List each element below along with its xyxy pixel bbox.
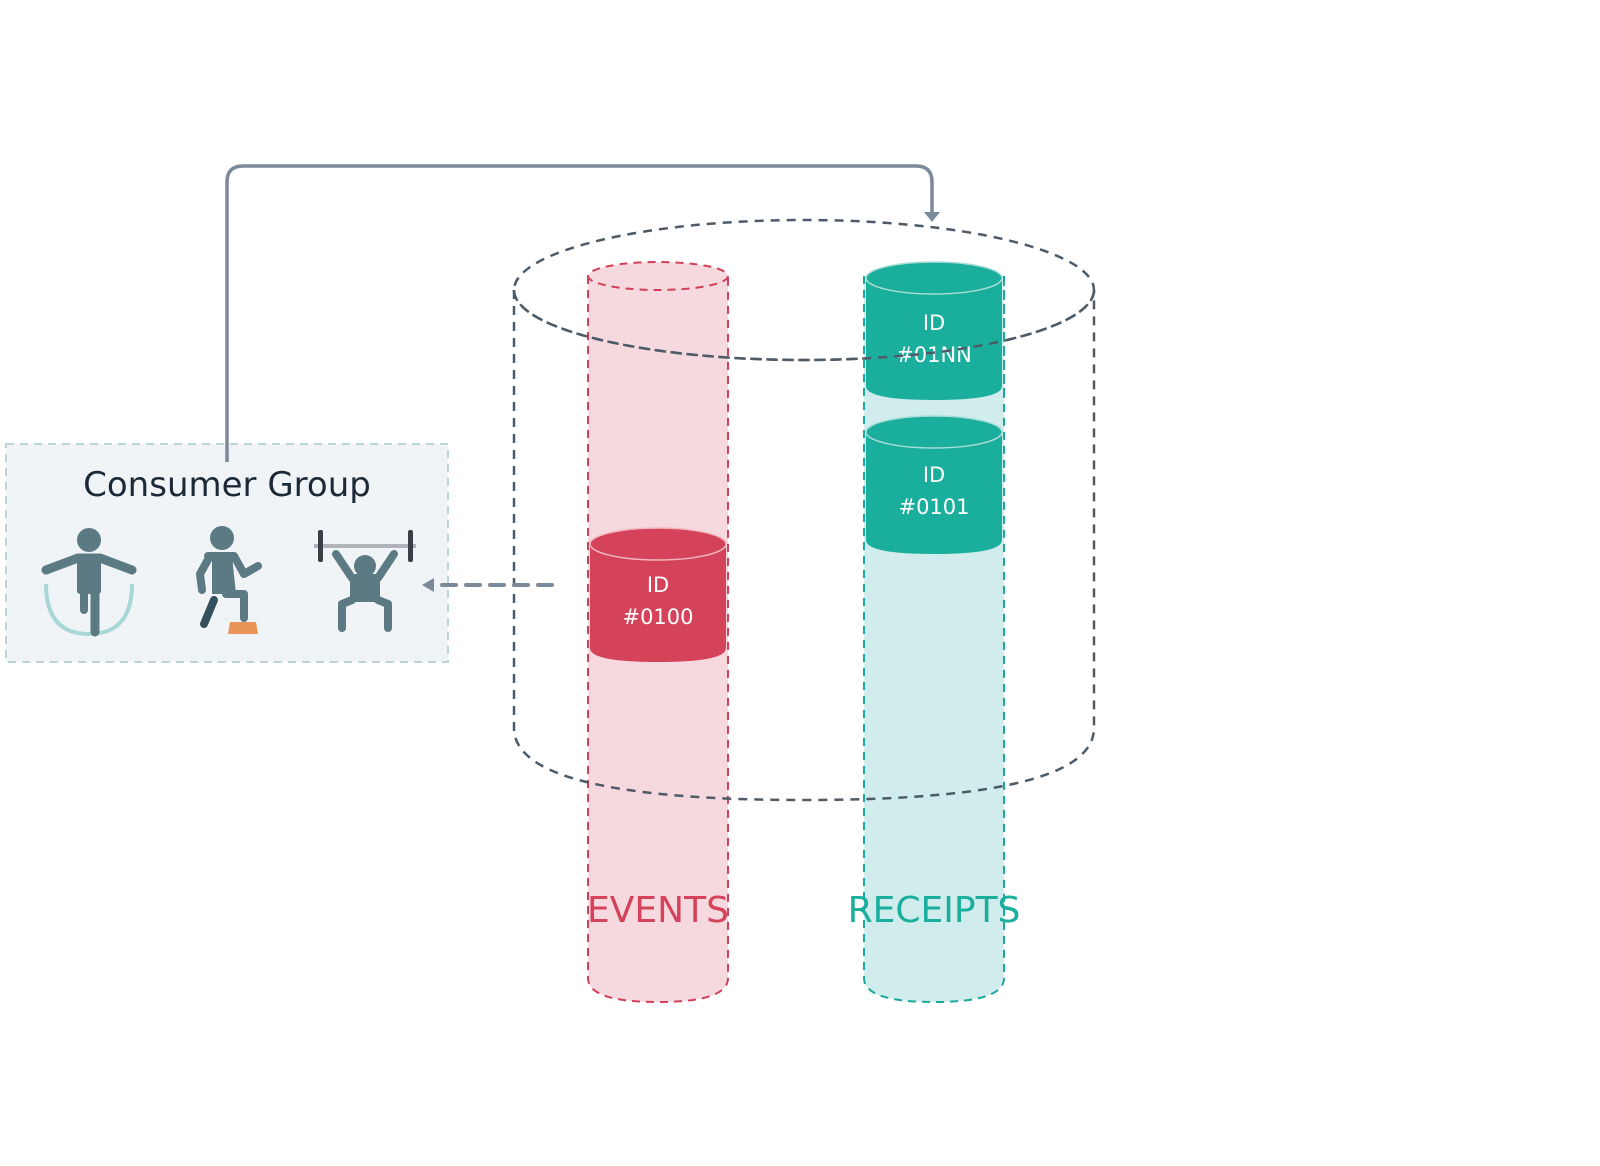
step-up-person-icon [196,526,262,634]
stream-label-events: EVENTS [587,890,729,931]
record-id-value: #01NN [896,343,972,367]
events-stream-top [587,261,729,291]
jump-rope-person-icon [41,528,137,637]
record-id-label: ID [923,463,945,487]
write-receipt-arrowhead-icon [924,212,940,222]
stream-label-receipts: RECEIPTS [848,890,1021,931]
record-id-label: ID [647,573,669,597]
record-receipts-0101[interactable]: ID #0101 [865,415,1003,554]
step-block [228,622,258,634]
store-top-ellipse-front [512,289,1096,362]
write-receipt-connector [225,164,934,462]
weightlifter-icon [314,530,416,632]
record-receipts-01nn[interactable]: ID #01NN [865,261,1003,400]
store-body-outline [512,290,1096,802]
consumer-group-title: Consumer Group [83,465,371,505]
read-event-arrowhead-icon [422,578,434,592]
record-id-value: #0101 [898,495,969,519]
consumer-group-box[interactable]: Consumer Group [5,443,449,663]
record-id-value: #0100 [622,605,693,629]
record-events-0100[interactable]: ID #0100 [589,527,727,662]
record-id-label: ID [923,311,945,335]
